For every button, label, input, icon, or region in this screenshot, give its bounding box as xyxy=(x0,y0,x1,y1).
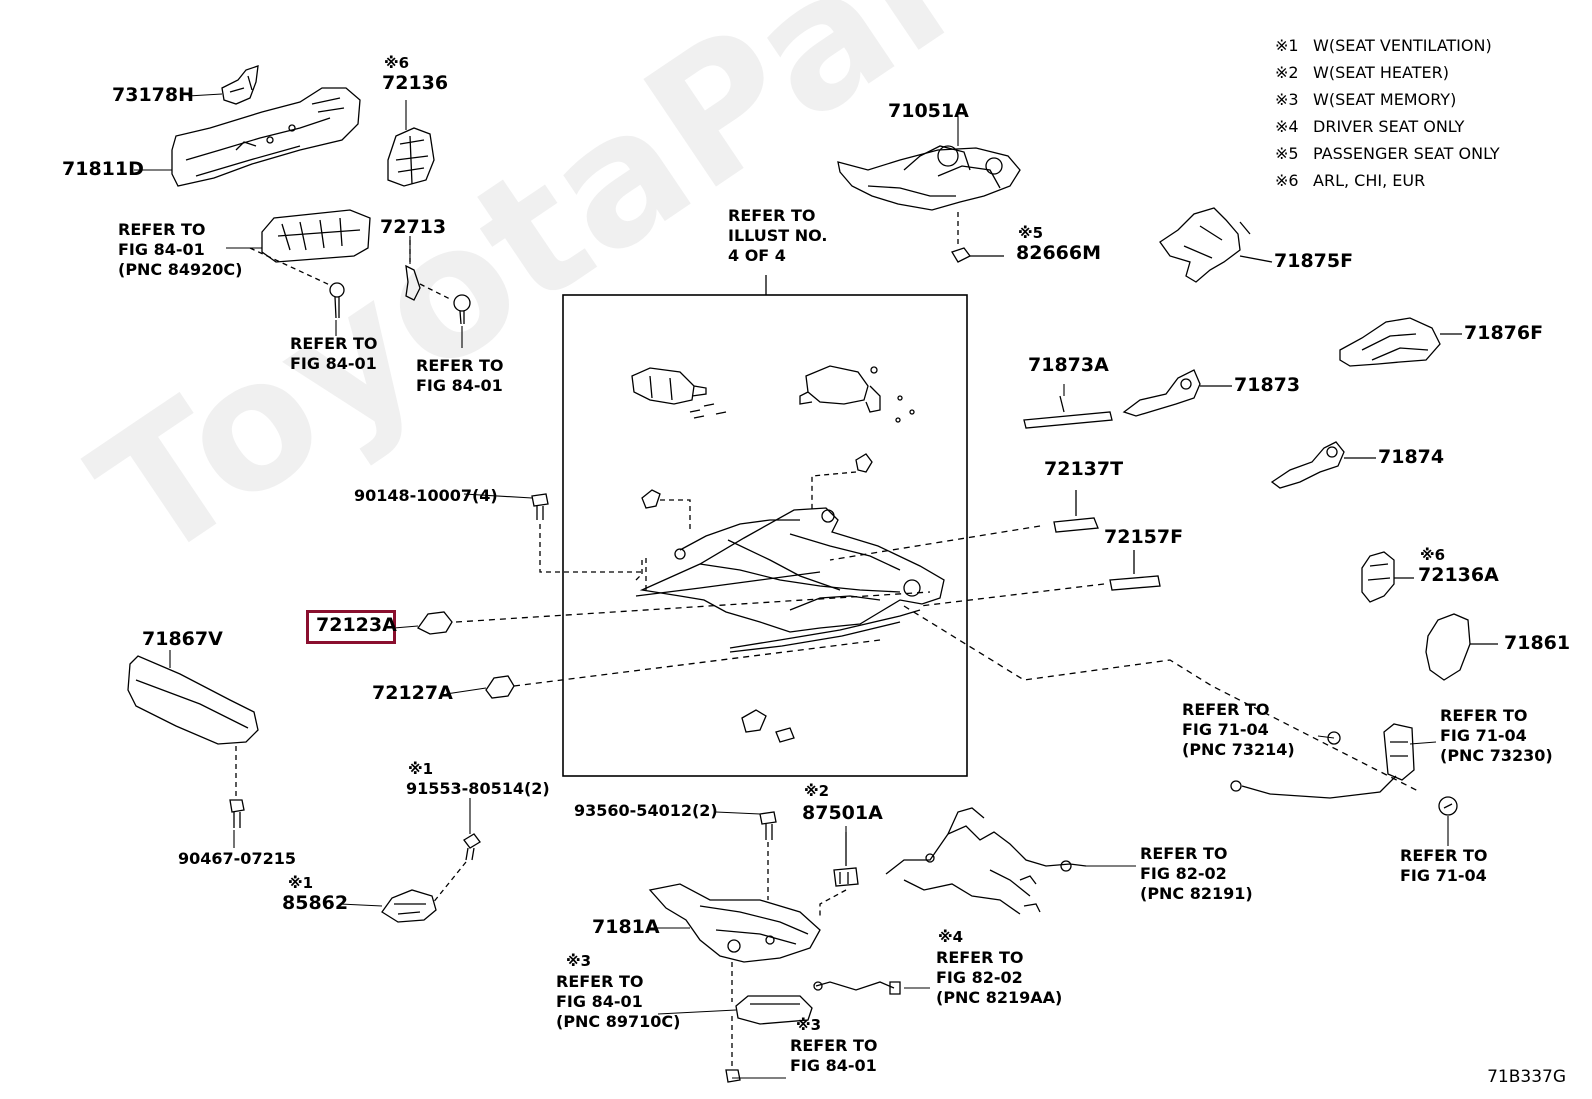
part-71873-sketch xyxy=(1122,369,1232,417)
ecu-89710C-sketch xyxy=(735,995,813,1025)
part-label-73178H[interactable]: 73178H xyxy=(112,84,195,106)
part-93560-sketch xyxy=(759,811,777,900)
part-label-82666M[interactable]: 82666M xyxy=(1016,242,1102,264)
part-72713-sketch xyxy=(405,240,471,325)
motor-left-sketch xyxy=(631,367,727,419)
part-71867V-sketch xyxy=(127,655,259,828)
part-label-85862[interactable]: 85862 xyxy=(282,892,349,914)
note-mark: ※3 xyxy=(566,952,592,970)
part-71874-sketch xyxy=(1270,441,1376,489)
part-72123A-sketch xyxy=(417,591,931,635)
note-mark: ※4 xyxy=(938,928,964,946)
note-mark: ※5 xyxy=(1018,224,1044,242)
part-label-72157F[interactable]: 72157F xyxy=(1104,526,1184,548)
part-72136A-sketch xyxy=(1361,551,1414,603)
part-label-93560-54012[interactable]: 93560-54012(2) xyxy=(574,801,718,820)
part-label-90467-07215[interactable]: 90467-07215 xyxy=(178,849,296,868)
seat-frame-box xyxy=(562,294,968,777)
part-82666M-sketch xyxy=(951,247,1004,263)
note-mark: ※3 xyxy=(796,1016,822,1034)
part-7181A-sketch xyxy=(648,883,821,1083)
wire-harness-82191-sketch xyxy=(885,807,1087,915)
part-label-71876F[interactable]: 71876F xyxy=(1464,322,1544,344)
part-label-71873A[interactable]: 71873A xyxy=(1028,354,1109,376)
part-label-72123A[interactable]: 72123A xyxy=(316,614,397,636)
part-73178H-sketch xyxy=(221,65,259,105)
wire-harness-8219AA-sketch xyxy=(813,981,901,995)
seat-track-frame-sketch xyxy=(635,507,945,653)
part-label-71873[interactable]: 71873 xyxy=(1234,374,1301,396)
part-72127A-sketch xyxy=(485,639,881,699)
part-87501A-sketch xyxy=(819,832,859,918)
switch-body-sketch xyxy=(261,209,371,263)
leader-lines xyxy=(134,93,1449,1079)
part-72157F-sketch xyxy=(1109,550,1161,591)
part-label-90148-10007[interactable]: 90148-10007(4) xyxy=(354,486,498,505)
part-85862-sketch xyxy=(381,833,481,923)
note-mark: ※6 xyxy=(384,54,410,72)
note-mark: ※1 xyxy=(408,760,434,778)
part-label-72136A[interactable]: 72136A xyxy=(1418,564,1499,586)
part-label-72136[interactable]: 72136 xyxy=(382,72,449,94)
part-72137T-sketch xyxy=(1053,490,1099,533)
part-72136-sketch xyxy=(387,127,435,187)
motor-right-sketch xyxy=(799,365,915,423)
part-label-91553-80514[interactable]: 91553-80514(2) xyxy=(406,779,550,798)
figure-code: 71B337G xyxy=(1487,1067,1566,1087)
part-label-72127A[interactable]: 72127A xyxy=(372,682,453,704)
part-label-87501A[interactable]: 87501A xyxy=(802,802,883,824)
screw-1-sketch xyxy=(249,247,345,319)
part-label-71051A[interactable]: 71051A xyxy=(888,100,969,122)
part-71861-sketch xyxy=(1425,613,1498,681)
part-label-71811D[interactable]: 71811D xyxy=(62,158,144,180)
highlight-box xyxy=(306,610,396,644)
note-mark: ※2 xyxy=(804,782,830,800)
note-mark: ※6 xyxy=(1420,546,1446,564)
part-71876F-sketch xyxy=(1339,317,1462,367)
part-label-72713[interactable]: 72713 xyxy=(380,216,447,238)
part-71811D-sketch xyxy=(171,87,361,187)
part-label-71861[interactable]: 71861 xyxy=(1504,632,1571,654)
part-label-71874[interactable]: 71874 xyxy=(1378,446,1445,468)
part-label-7181A[interactable]: 7181A xyxy=(592,916,660,938)
part-label-72137T[interactable]: 72137T xyxy=(1044,458,1124,480)
belt-buckle-harness-sketch xyxy=(1230,723,1458,816)
clip-small-sketches xyxy=(641,453,873,743)
part-71875F-sketch xyxy=(1159,207,1273,283)
bolt-90148-sketch xyxy=(531,493,643,581)
part-71051A-sketch xyxy=(837,145,1021,246)
note-mark: ※1 xyxy=(288,874,314,892)
part-label-71867V[interactable]: 71867V xyxy=(142,628,223,650)
part-label-71875F[interactable]: 71875F xyxy=(1274,250,1354,272)
part-71873A-sketch xyxy=(1023,395,1113,429)
